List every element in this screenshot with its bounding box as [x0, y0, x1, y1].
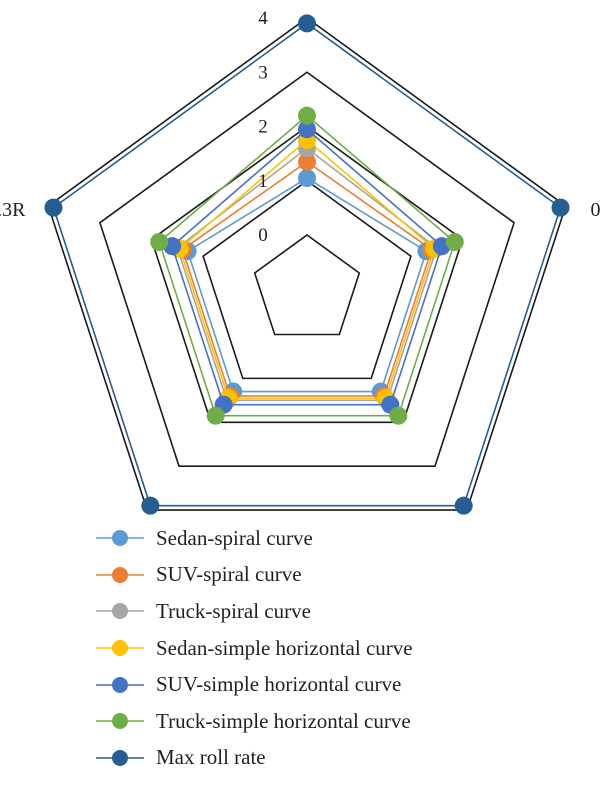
legend-swatch: [96, 749, 144, 766]
legend-label: SUV-spiral curve: [156, 562, 302, 587]
legend-swatch: [96, 566, 144, 583]
radar-chart: 0 1 2 3 4 0.7R0.9RR1.1R1.3R: [0, 8, 600, 515]
grid-ring: [253, 234, 361, 336]
series-line: [181, 160, 433, 397]
legend-swatch: [96, 530, 144, 547]
series-point: [445, 232, 464, 251]
series-line: [176, 147, 438, 402]
series-point: [389, 406, 408, 425]
series-point: [551, 198, 570, 217]
series-line: [158, 114, 456, 417]
tick-label: 1: [258, 171, 268, 192]
tick-label: 4: [258, 8, 268, 29]
legend-swatch-marker: [112, 749, 128, 766]
series-point: [298, 14, 316, 33]
series-point: [298, 152, 316, 171]
series-point: [298, 120, 316, 139]
series-point: [150, 232, 169, 251]
series-layer: [44, 14, 570, 515]
legend-swatch: [96, 603, 144, 620]
series-point: [141, 496, 160, 515]
grid-ring: [47, 17, 567, 511]
legend-item: SUV-simple horizontal curve: [96, 666, 576, 703]
legend-swatch: [96, 676, 144, 693]
legend-item: SUV-spiral curve: [96, 557, 576, 594]
legend-label: SUV-simple horizontal curve: [156, 672, 402, 697]
grid-ring: [202, 179, 412, 380]
legend-swatch-marker: [112, 713, 128, 730]
grid-layer: [47, 17, 567, 511]
grid-ring: [150, 125, 464, 424]
series-line: [52, 22, 562, 507]
series-line: [186, 177, 428, 393]
legend-item: Truck-spiral curve: [96, 593, 576, 630]
series-line: [178, 139, 436, 399]
tick-label: 2: [258, 117, 268, 138]
legend-label: Sedan-simple horizontal curve: [156, 635, 413, 660]
grid-ring: [98, 71, 516, 467]
legend-label: Max roll rate: [156, 745, 266, 770]
legend-swatch-marker: [112, 676, 128, 693]
legend-swatch: [96, 713, 144, 730]
legend-item: Max roll rate: [96, 740, 576, 777]
legend-swatch-marker: [112, 566, 128, 583]
legend-swatch: [96, 640, 144, 657]
series-point: [206, 406, 225, 425]
legend-swatch-marker: [112, 603, 128, 620]
tick-label: 3: [258, 62, 268, 83]
tick-layer: 0 1 2 3 4: [258, 8, 268, 246]
legend-swatch-marker: [112, 530, 128, 547]
category-layer: 0.7R0.9RR1.1R1.3R: [0, 199, 600, 221]
series-point: [298, 106, 316, 125]
radar-svg: 0 1 2 3 4 0.7R0.9RR1.1R1.3R: [0, 8, 600, 515]
legend-item: Truck-simple horizontal curve: [96, 703, 576, 740]
series-point: [298, 169, 316, 188]
series-line: [171, 128, 443, 406]
legend-label: Truck-spiral curve: [156, 598, 311, 623]
legend-item: Sedan-simple horizontal curve: [96, 630, 576, 667]
tick-label: 0: [258, 225, 268, 246]
category-label: 0.9R: [591, 199, 600, 221]
legend-label: Sedan-spiral curve: [156, 525, 313, 550]
legend-label: Truck-simple horizontal curve: [156, 708, 411, 733]
series-point: [454, 496, 473, 515]
legend-item: Sedan-spiral curve: [96, 520, 576, 557]
legend-swatch-marker: [112, 640, 128, 657]
category-label: 1.3R: [0, 199, 26, 221]
series-point: [44, 198, 63, 217]
